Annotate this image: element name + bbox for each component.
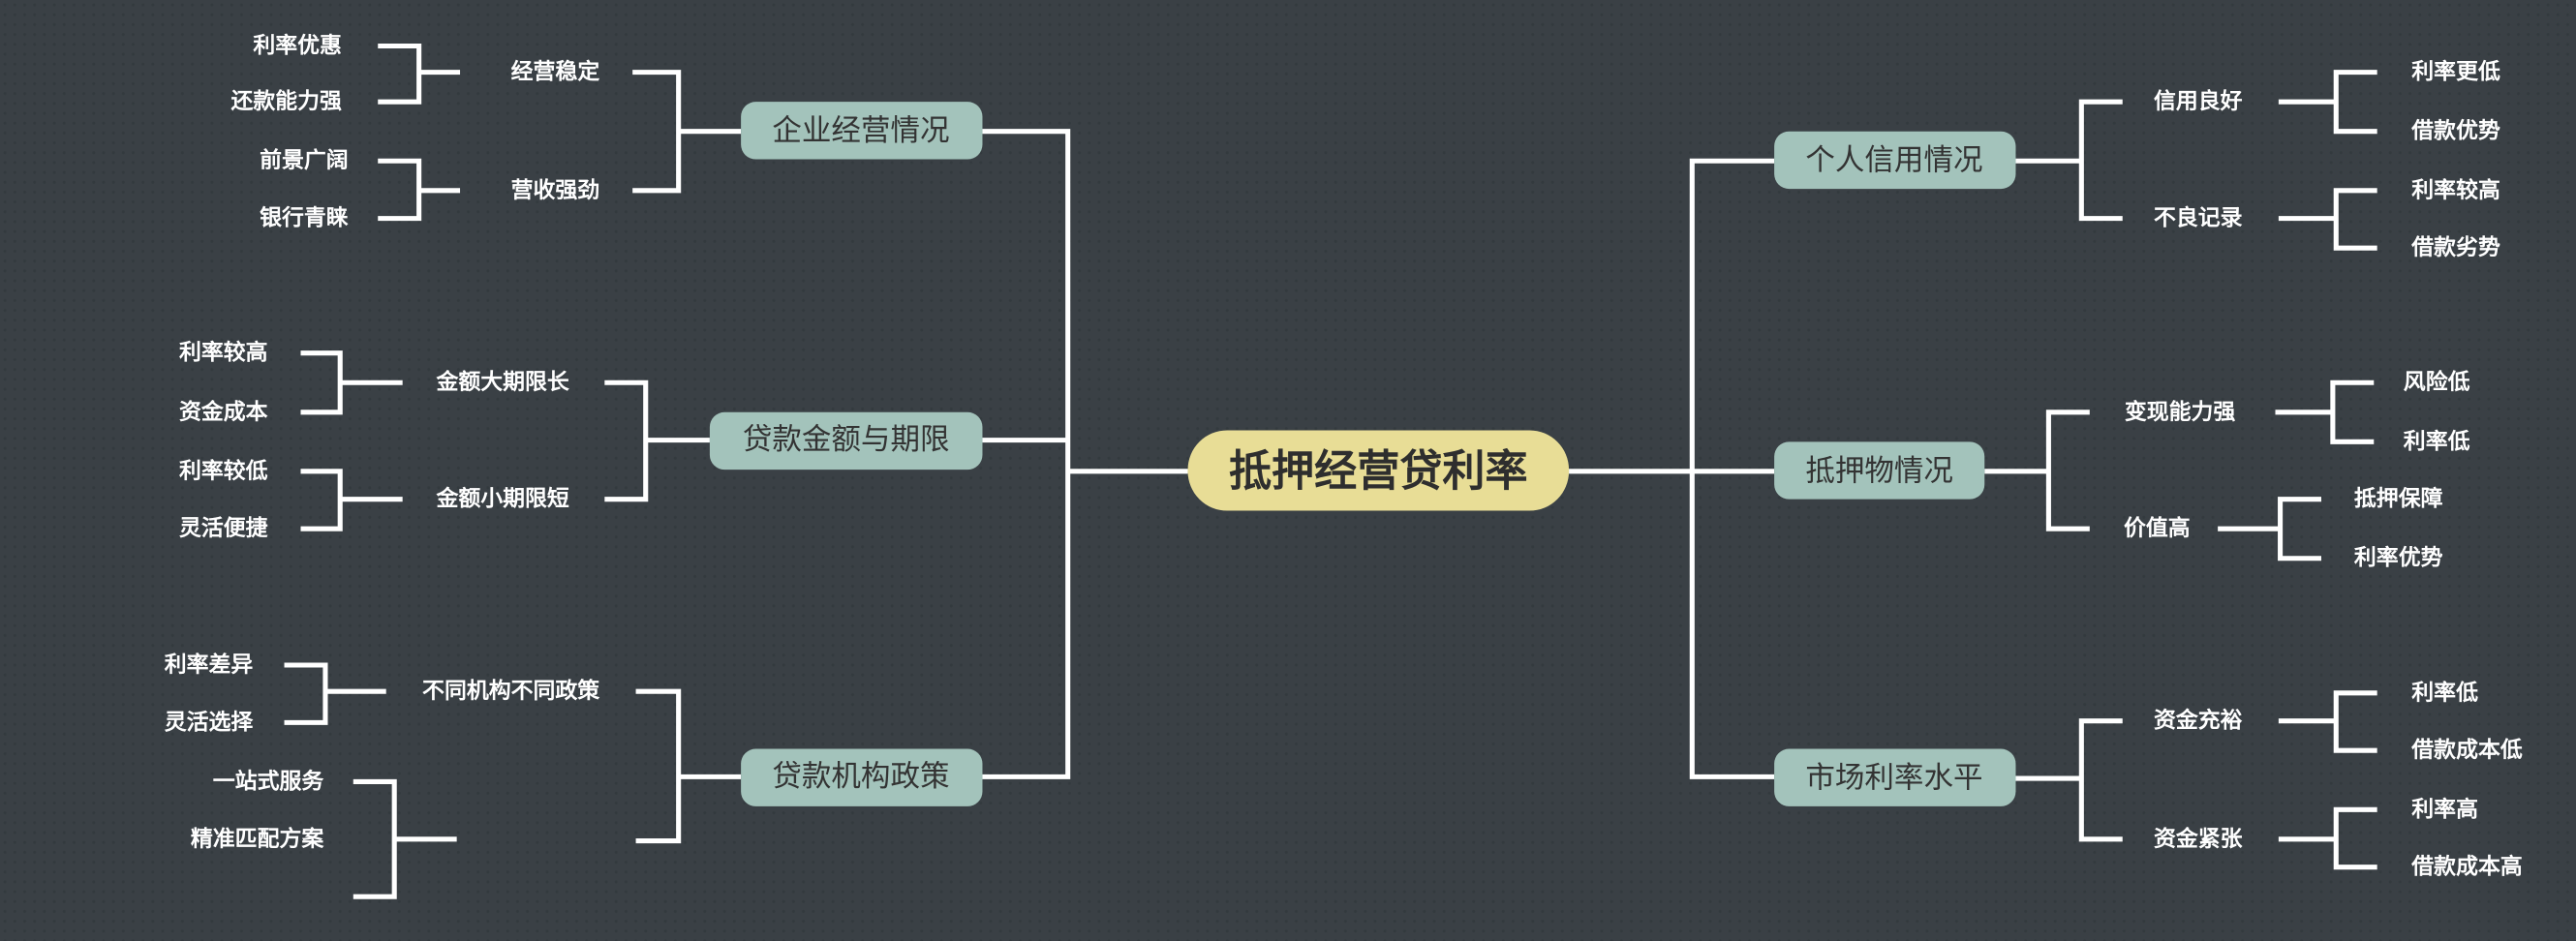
subtopic[interactable]: 不同机构不同政策 [422, 678, 599, 704]
leaf[interactable]: 还款能力强 [230, 88, 342, 114]
subtopic[interactable]: 营收强劲 [511, 177, 600, 203]
leaf[interactable]: 风险低 [2404, 369, 2470, 395]
leaf[interactable]: 银行青睐 [260, 205, 349, 231]
leaf[interactable]: 借款优势 [2410, 118, 2500, 144]
leaf[interactable]: 灵活便捷 [179, 516, 268, 541]
root-node[interactable]: 抵押经营贷利率 [1187, 430, 1570, 511]
leaf[interactable]: 利率更低 [2411, 59, 2500, 85]
level2-labels: 经营稳定 营收强劲 金额大期限长 金额小期限短 不同机构不同政策 信用良好 不良… [422, 59, 2243, 852]
subtopic[interactable]: 资金紧张 [2154, 826, 2243, 852]
branch-node-lender-policy[interactable]: 贷款机构政策 [741, 748, 983, 806]
subtopic[interactable]: 经营稳定 [511, 59, 600, 85]
branch-label: 市场利率水平 [1805, 762, 1982, 796]
leaf[interactable]: 利率较高 [2411, 177, 2500, 203]
leaf[interactable]: 精准匹配方案 [191, 826, 324, 852]
leaf[interactable]: 利率差异 [165, 652, 254, 678]
leaf[interactable]: 利率较低 [179, 458, 268, 484]
branch-label: 贷款机构政策 [772, 760, 949, 794]
branch-node-amount-term[interactable]: 贷款金额与期限 [709, 411, 983, 470]
connectors [284, 43, 2377, 899]
leaf[interactable]: 借款成本高 [2410, 854, 2522, 880]
leaf[interactable]: 利率较高 [179, 340, 268, 366]
branch-node-collateral[interactable]: 抵押物情况 [1774, 441, 1985, 500]
leaf[interactable]: 利率优势 [2354, 545, 2443, 571]
branch-label: 抵押物情况 [1805, 454, 1953, 488]
level3-labels: 利率优惠 还款能力强 前景广阔 银行青睐 利率较高 资金成本 利率较低 灵活便捷… [165, 32, 2523, 879]
branch-label: 个人信用情况 [1805, 144, 1982, 178]
leaf[interactable]: 灵活选择 [165, 710, 255, 735]
leaf[interactable]: 利率低 [2411, 680, 2478, 706]
branch-label: 企业经营情况 [772, 114, 949, 148]
subtopic[interactable]: 金额小期限短 [435, 486, 568, 512]
leaf[interactable]: 抵押保障 [2354, 486, 2443, 512]
leaf[interactable]: 前景广阔 [260, 147, 349, 173]
leaf[interactable]: 利率低 [2404, 428, 2470, 454]
subtopic[interactable]: 金额大期限长 [435, 369, 568, 395]
subtopic[interactable]: 价值高 [2124, 515, 2191, 541]
subtopic[interactable]: 不良记录 [2154, 205, 2243, 231]
root-label: 抵押经营贷利率 [1229, 446, 1528, 496]
leaf[interactable]: 借款劣势 [2410, 234, 2500, 260]
branch-label: 贷款金额与期限 [743, 423, 950, 457]
leaf[interactable]: 利率优惠 [253, 32, 342, 58]
subtopic[interactable]: 资金充裕 [2154, 708, 2243, 734]
subtopic[interactable]: 变现能力强 [2125, 399, 2236, 425]
leaf[interactable]: 借款成本低 [2410, 737, 2523, 763]
leaf[interactable]: 利率高 [2411, 796, 2478, 822]
leaf[interactable]: 一站式服务 [213, 769, 324, 794]
branch-node-business[interactable]: 企业经营情况 [741, 102, 983, 160]
subtopic[interactable]: 信用良好 [2154, 88, 2243, 114]
branch-node-market-rate[interactable]: 市场利率水平 [1774, 748, 2016, 806]
branch-node-credit[interactable]: 个人信用情况 [1774, 131, 2016, 190]
leaf[interactable]: 资金成本 [179, 399, 268, 425]
